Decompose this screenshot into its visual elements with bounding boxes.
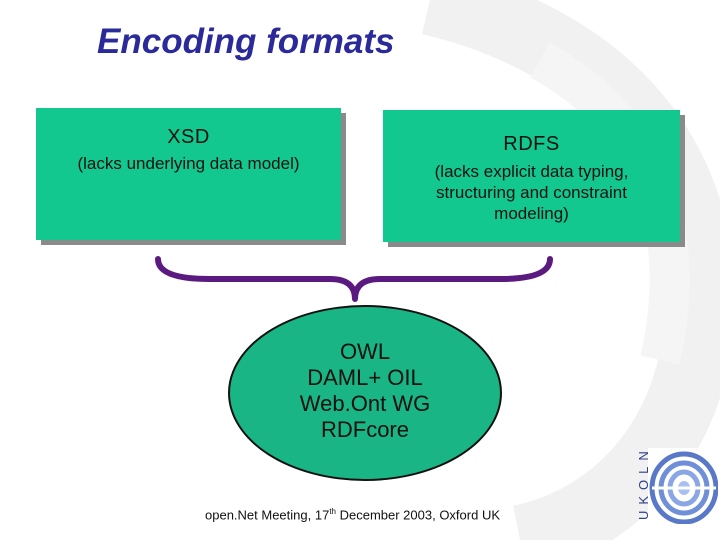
ellipse-item-rdfcore: RDFcore [320, 417, 409, 442]
ellipse-item-webont: Web.Ont WG [299, 391, 431, 416]
footer-prefix: open.Net Meeting, 17 [205, 507, 330, 523]
ellipse-item-daml-oil: DAML+ OIL [307, 365, 423, 390]
xsd-label: XSD [167, 126, 210, 148]
xsd-box: XSD (lacks underlying data model) [36, 108, 341, 240]
curly-brace [155, 256, 553, 302]
slide-footer: open.Net Meeting, 17th December 2003, Ox… [205, 507, 500, 522]
footer-suffix: December 2003, Oxford UK [335, 507, 501, 523]
slide-title: Encoding formats [97, 22, 395, 61]
xsd-note: (lacks underlying data model) [77, 154, 300, 173]
rdfs-box: RDFS (lacks explicit data typing, struct… [383, 110, 680, 242]
combined-ellipse: OWL DAML+ OIL Web.Ont WG RDFcore [228, 305, 502, 481]
rdfs-label: RDFS [503, 133, 560, 155]
rdfs-note: (lacks explicit data typing, structuring… [434, 162, 629, 223]
ukoln-logo-icon [648, 448, 718, 524]
ellipse-item-owl: OWL [339, 339, 391, 364]
footer-superscript: th [329, 507, 336, 516]
